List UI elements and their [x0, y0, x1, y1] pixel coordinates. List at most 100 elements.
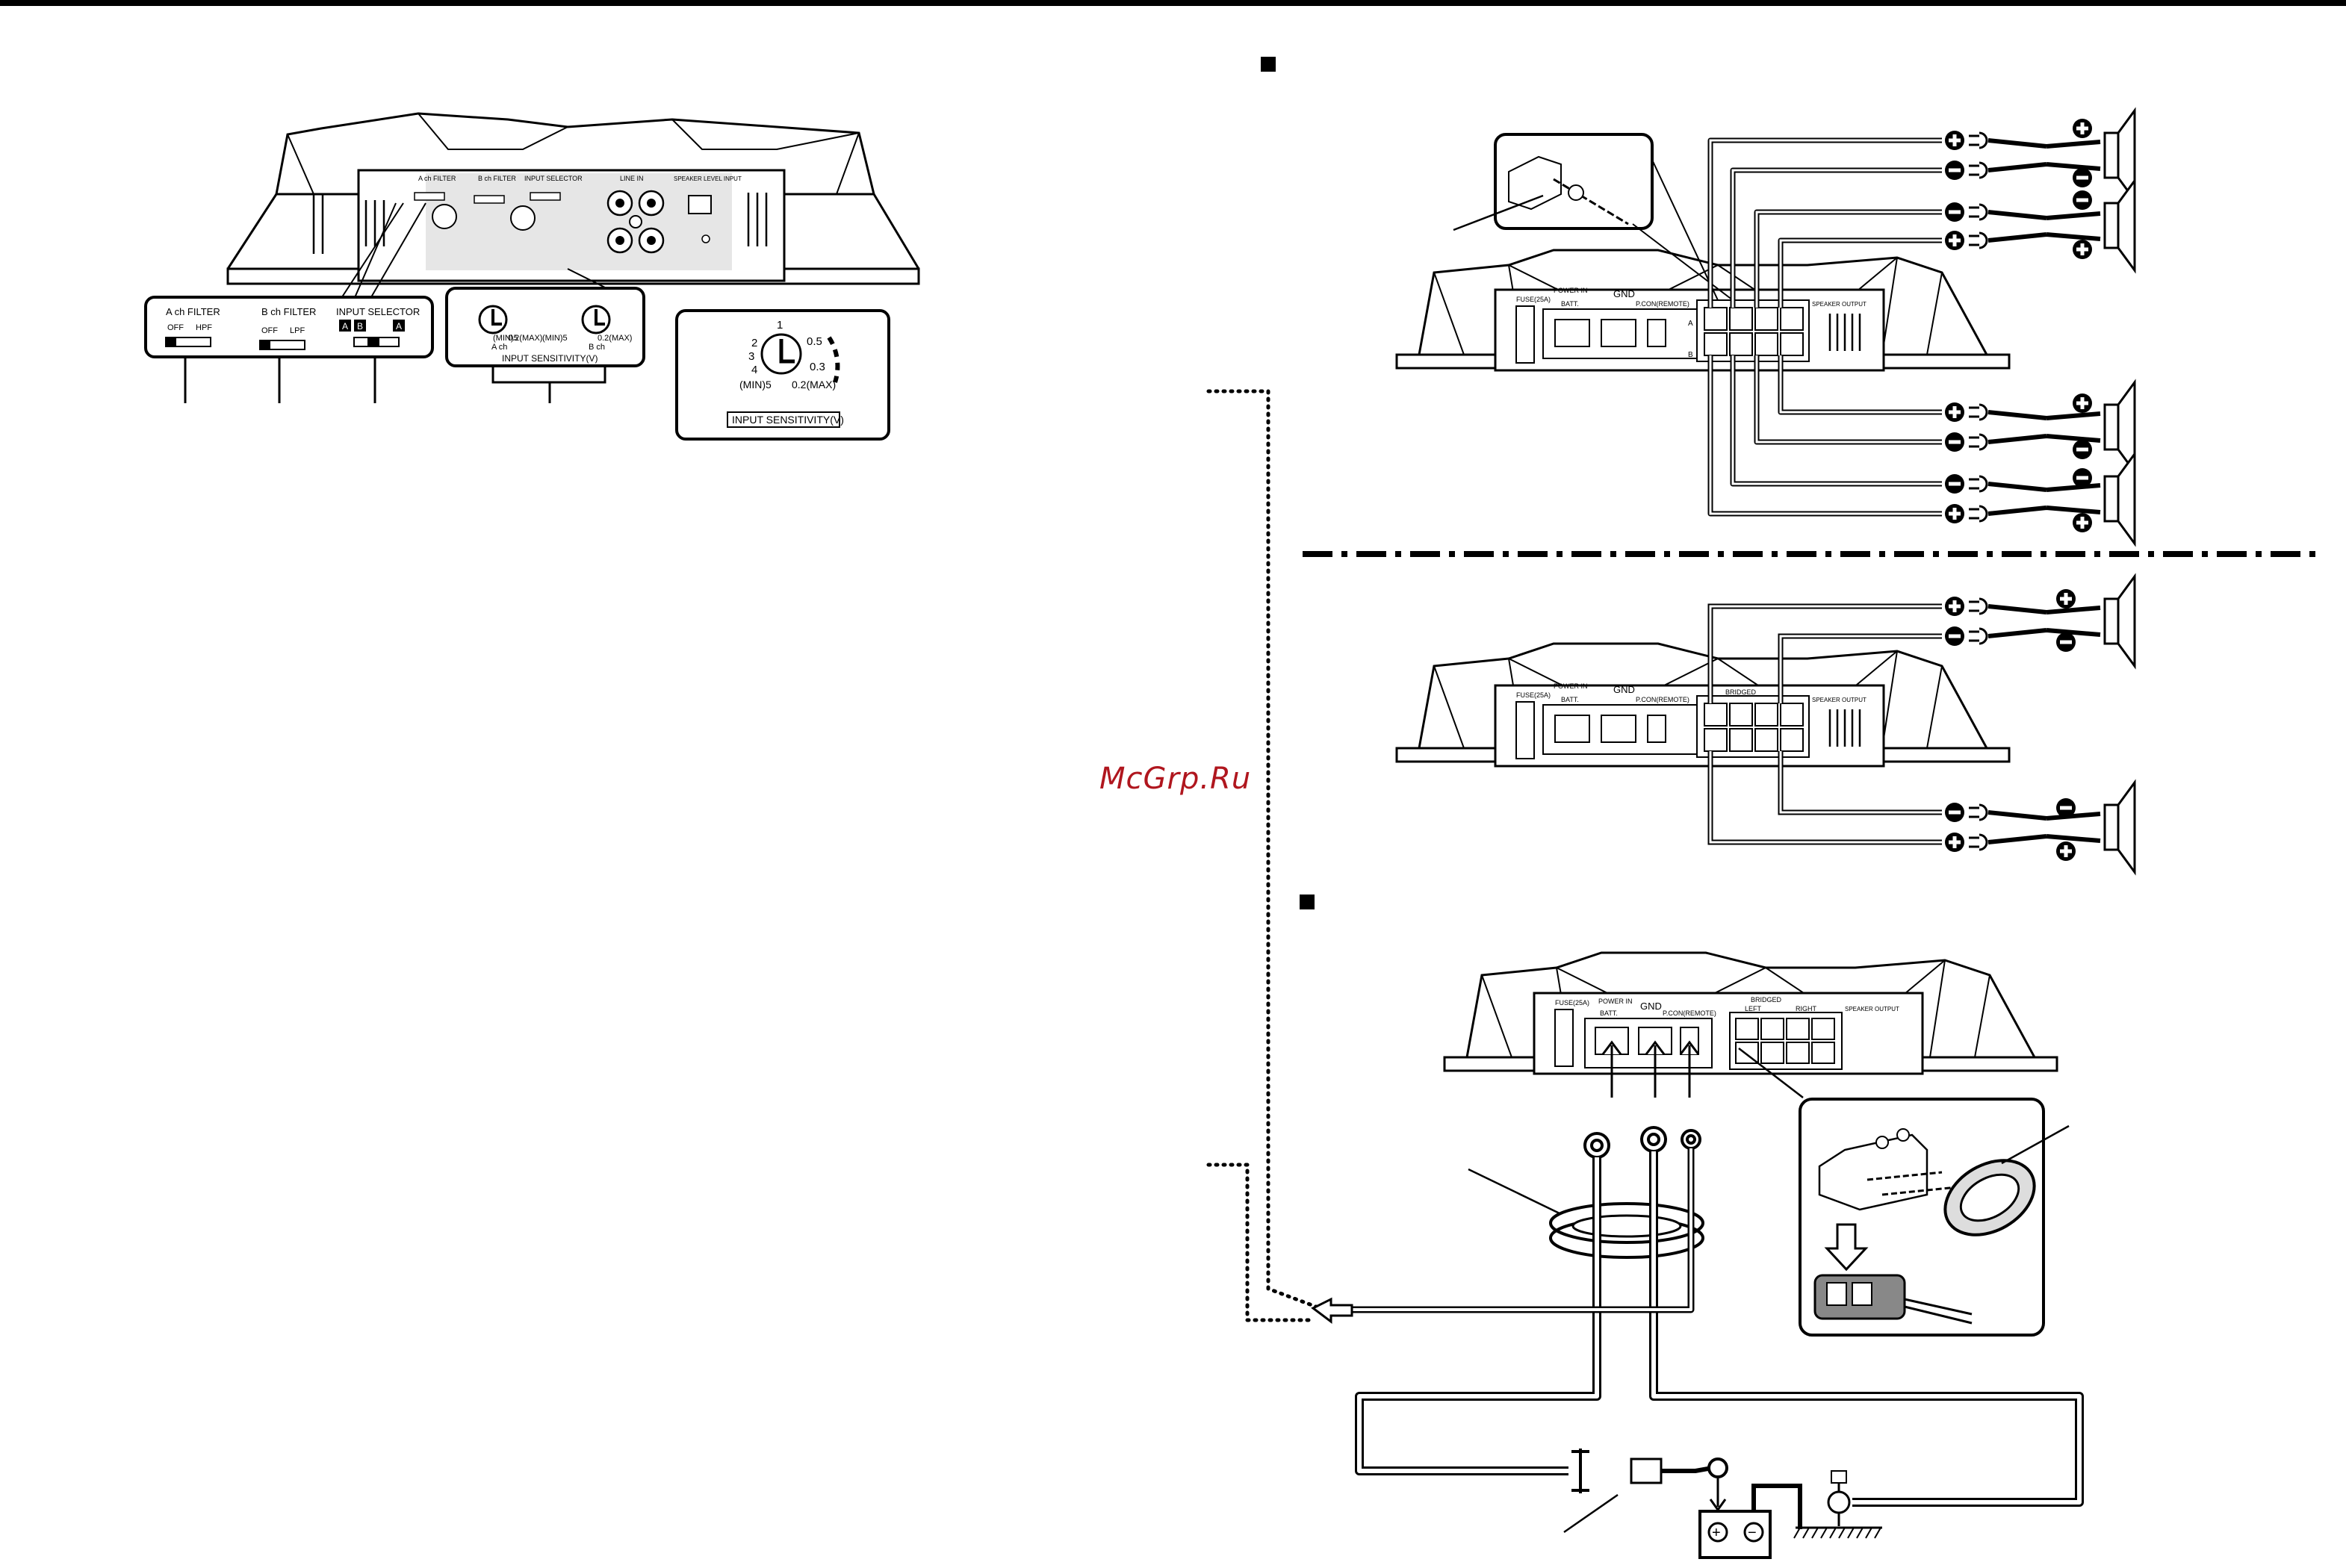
gnd-label-1: GND	[1613, 288, 1635, 299]
fuse-label-2: FUSE(25A)	[1516, 691, 1551, 699]
speaker-bridged-right	[1945, 781, 2136, 874]
b-ch-tag: B ch	[589, 343, 605, 352]
speaker-output-label-1: SPEAKER OUTPUT	[1812, 301, 1866, 308]
speaker-output-label-3: SPEAKER OUTPUT	[1845, 1006, 1899, 1012]
minus-icon	[2056, 798, 2076, 818]
fuse-label-3: FUSE(25A)	[1555, 999, 1589, 1007]
speaker-front-right	[1945, 179, 2136, 272]
power-in-label-2: POWER IN	[1554, 682, 1588, 690]
dial-min-label: (MIN)5	[739, 379, 772, 391]
plus-icon	[1945, 131, 1964, 150]
bridged-label-2: BRIDGED	[1725, 688, 1757, 696]
gnd-label-3: GND	[1640, 1001, 1662, 1012]
b-filter-switch[interactable]	[259, 340, 305, 350]
dial-tick-05: 0.5	[807, 335, 822, 348]
dial-tick-4: 4	[751, 364, 757, 376]
switch-leader-lines	[184, 357, 376, 403]
a-filter-hpf: HPF	[196, 323, 212, 332]
pcon-label-1: P.CON(REMOTE)	[1636, 300, 1689, 308]
dial-tick-2: 2	[751, 337, 757, 349]
chassis-ground	[1793, 1470, 1882, 1539]
plus-icon	[1945, 231, 1964, 250]
speaker-bridged-left	[1945, 575, 2136, 668]
top-rule	[0, 0, 2346, 6]
plus-icon	[2073, 119, 2092, 138]
selector-b-badge: B	[357, 321, 363, 332]
batt-label-2: BATT.	[1561, 696, 1579, 703]
dotted-connector	[1206, 389, 1318, 1322]
filter-switch-callout: A ch FILTER B ch FILTER INPUT SELECTOR O…	[144, 296, 434, 358]
b-filter-lpf: LPF	[290, 326, 305, 335]
input-selector-label: INPUT SELECTOR	[336, 306, 420, 317]
plus-icon	[2056, 841, 2076, 861]
pcon-label-2: P.CON(REMOTE)	[1636, 696, 1689, 703]
sensitivity-caption: INPUT SENSITIVITY(V)	[732, 414, 844, 426]
dial-tick-03: 0.3	[810, 361, 825, 373]
speaker-connector-inset	[1738, 1048, 2070, 1337]
input-selector-small-label: INPUT SELECTOR	[524, 175, 583, 182]
minus-icon	[1945, 626, 1964, 646]
line-in-small-label: LINE IN	[620, 175, 644, 182]
car-battery: + −	[1698, 1478, 1802, 1559]
watermark: McGrp.Ru	[1099, 762, 1252, 796]
section-marker-1	[1261, 57, 1276, 72]
plus-icon	[2073, 393, 2092, 413]
b-knob-min: (MIN)5	[542, 334, 568, 343]
a-filter-small-label: A ch FILTER	[418, 175, 456, 182]
wire-prep-inset	[1453, 133, 1734, 301]
speaker-rear-right	[1945, 452, 2136, 545]
minus-icon	[2073, 190, 2092, 210]
sensitivity-dial-detail: 1 2 3 4 0.5 0.3 (MIN)5 0.2(MAX) INPUT SE…	[675, 309, 890, 441]
terminal-panel-3: FUSE(25A) POWER IN GND BATT. P.CON(REMOT…	[1533, 992, 1924, 1075]
a-ch-tag: A ch	[491, 343, 507, 352]
dial-tick-3: 3	[748, 350, 754, 363]
minus-icon	[1945, 432, 1964, 452]
power-in-label-1: POWER IN	[1554, 287, 1588, 294]
minus-icon	[2073, 168, 2092, 187]
bridged-label-3: BRIDGED	[1751, 996, 1782, 1004]
terminal-panel-2: FUSE(25A) POWER IN GND BATT. P.CON(REMOT…	[1494, 682, 1885, 768]
speaker-rear-left	[1945, 381, 2136, 473]
input-selector-switch[interactable]	[353, 337, 400, 347]
sensitivity-caption-small: INPUT SENSITIVITY(V)	[502, 353, 598, 364]
minus-icon	[2073, 468, 2092, 488]
a-filter-off: OFF	[167, 323, 184, 332]
minus-icon	[2056, 632, 2076, 652]
amp-top-panel: A ch FILTER B ch FILTER INPUT SELECTOR L…	[226, 112, 920, 285]
row-a-label-1: A	[1688, 320, 1693, 328]
a-knob-max: 0.2(MAX)	[508, 334, 542, 343]
minus-icon	[2073, 440, 2092, 459]
plus-icon	[2073, 240, 2092, 259]
pcon-label-3: P.CON(REMOTE)	[1663, 1009, 1716, 1017]
battery-minus-symbol: −	[1748, 1525, 1757, 1541]
dial-tick-1: 1	[777, 319, 783, 332]
minus-icon	[1945, 202, 1964, 222]
plus-icon	[1945, 597, 1964, 616]
speaker-icon	[2103, 575, 2136, 668]
sensitivity-leader-lines	[491, 366, 606, 403]
plus-icon	[1945, 504, 1964, 523]
right-label-3: RIGHT	[1796, 1005, 1817, 1012]
speaker-icon	[2103, 179, 2136, 272]
batt-label-1: BATT.	[1561, 300, 1579, 308]
row-b-label-1: B	[1688, 351, 1693, 359]
minus-icon	[1945, 161, 1964, 180]
a-filter-switch[interactable]	[165, 337, 211, 347]
speaker-icon	[2103, 781, 2136, 874]
dial-max-label: 0.2(MAX)	[792, 379, 836, 391]
left-label-3: LEFT	[1745, 1005, 1762, 1012]
speaker-output-label-2: SPEAKER OUTPUT	[1812, 697, 1866, 703]
power-in-label-3: POWER IN	[1598, 998, 1633, 1005]
sensitivity-callout: (MIN)5 0.2(MAX) (MIN)5 0.2(MAX) A ch B c…	[445, 287, 645, 367]
inline-fuse	[1563, 1449, 1728, 1534]
minus-icon	[1945, 803, 1964, 822]
selector-a-badge: A	[342, 321, 348, 332]
b-knob-max: 0.2(MAX)	[598, 334, 632, 343]
plus-icon	[2056, 589, 2076, 609]
batt-label-3: BATT.	[1600, 1009, 1618, 1017]
speaker-icon	[2103, 452, 2136, 545]
b-filter-label: B ch FILTER	[261, 306, 316, 317]
remote-arrow	[1311, 1297, 1353, 1324]
